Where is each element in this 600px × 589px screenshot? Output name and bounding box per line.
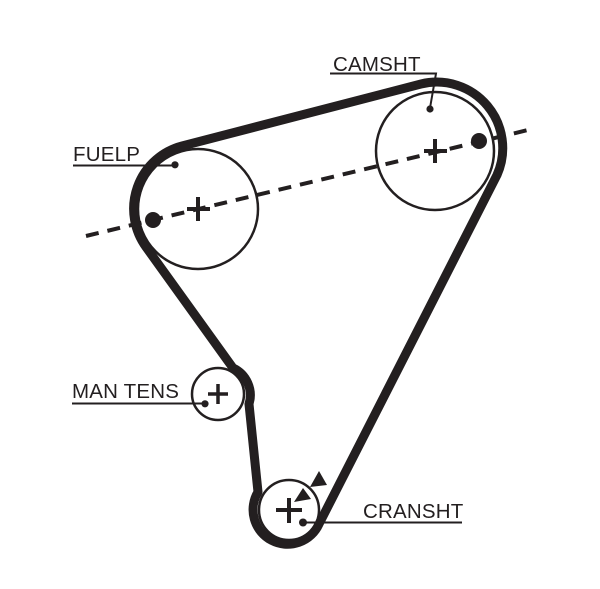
tensioner-callout: MAN TENS — [72, 380, 209, 408]
tensioner-label: MAN TENS — [72, 380, 179, 403]
camshaft-callout: CAMSHT — [330, 53, 438, 113]
fuel-pump-label: FUELP — [73, 143, 140, 166]
timing-belt — [129, 77, 508, 549]
camshaft-leader-dot — [426, 105, 434, 113]
fuel-pump-center-cross — [187, 197, 210, 221]
camshaft-timing-dot-icon — [471, 133, 487, 149]
camshaft-pulley — [374, 90, 496, 212]
camshaft-label: CAMSHT — [333, 53, 421, 76]
crankshaft-callout: CRANSHT — [299, 500, 464, 527]
fuel-pump-leader-dot — [171, 161, 179, 169]
tensioner-pulley — [190, 366, 246, 422]
crankshaft-label: CRANSHT — [363, 500, 464, 523]
tensioner-center-cross — [208, 384, 228, 404]
tensioner-leader-dot — [201, 400, 209, 408]
rotation-arrow-inner-icon — [294, 488, 311, 502]
crankshaft-leader-dot — [299, 518, 307, 527]
camshaft-leader-line — [330, 72, 438, 109]
rotation-arrow-outer-icon — [310, 471, 327, 487]
camshaft-center-cross — [424, 139, 447, 163]
crankshaft-center-cross — [276, 498, 302, 523]
fuel-pump-callout: FUELP — [73, 143, 179, 169]
fuel-pump-timing-dot-icon — [145, 212, 161, 228]
